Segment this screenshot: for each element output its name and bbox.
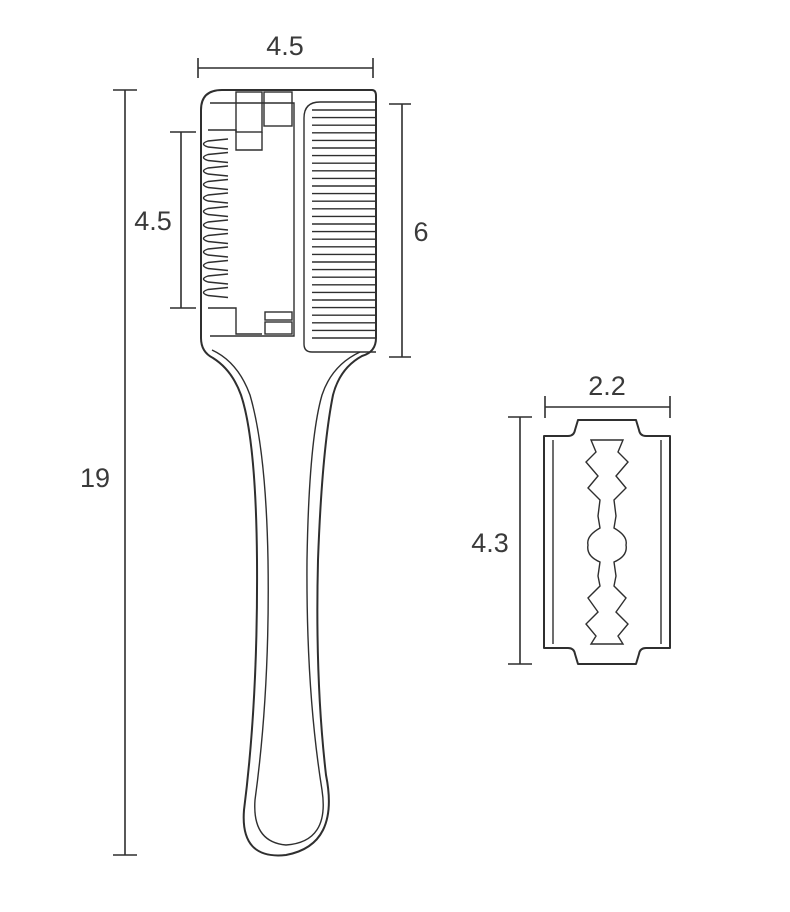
guard-tooth (202, 246, 229, 258)
dim-blade-section-height: 4.5 (134, 131, 196, 309)
dim-total-length: 19 (80, 89, 137, 856)
handle-inner-outline (211, 349, 361, 846)
hair-cutting-comb (200, 89, 377, 857)
comb-teeth-frame (303, 101, 376, 353)
blade-center-cutout (585, 439, 629, 645)
guard-tooth (202, 259, 229, 272)
dim-comb-width: 4.5 (197, 31, 374, 78)
comb-teeth (312, 109, 376, 339)
guard-tooth (202, 178, 229, 191)
guard-tooth (202, 151, 229, 164)
guard-tooth (202, 192, 229, 204)
dim-blade-width: 2.2 (544, 371, 671, 418)
guard-tooth (202, 205, 229, 218)
teeth-height-label: 6 (413, 217, 428, 247)
comb-width-label: 4.5 (266, 31, 304, 61)
total-length-label: 19 (80, 463, 110, 493)
holder-bottom-slot (264, 311, 293, 321)
razor-blade (543, 419, 671, 665)
blade-holder-frame (210, 102, 295, 337)
holder-clip-bottom (208, 307, 262, 335)
guard-tooth (202, 165, 229, 177)
holder-top-slot-2 (263, 91, 293, 127)
blade-width-label: 2.2 (588, 371, 626, 401)
dim-teeth-height: 6 (389, 103, 429, 358)
blade-section-height-label: 4.5 (134, 206, 172, 236)
guard-tooth (202, 273, 229, 285)
dim-blade-height: 4.3 (471, 416, 532, 665)
holder-top-slot (235, 91, 263, 133)
guard-tooth (202, 286, 229, 299)
guard-tooth (202, 232, 229, 245)
comb-body-outline (200, 89, 377, 857)
blade-height-label: 4.3 (471, 528, 509, 558)
guard-tooth (202, 219, 229, 231)
guard-teeth (202, 138, 229, 299)
guard-tooth (202, 138, 229, 150)
holder-bottom-slot-2 (264, 321, 293, 335)
holder-clip-top (208, 129, 263, 151)
razor-blade-outline (543, 419, 671, 665)
